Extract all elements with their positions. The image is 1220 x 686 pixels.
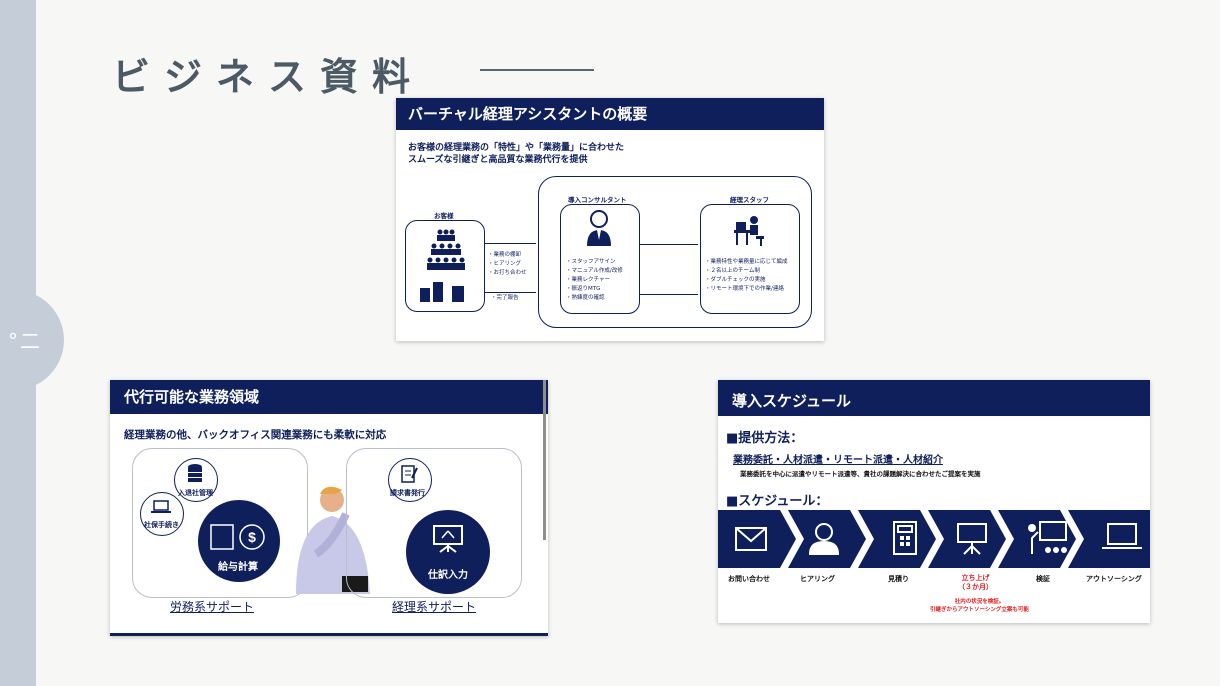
step-arrow-5 bbox=[998, 510, 1076, 568]
slide-title: バーチャル経理アシスタントの概要 bbox=[396, 98, 824, 130]
item-entry-exit: 入退社管理 bbox=[178, 489, 213, 497]
staff-desk-icon bbox=[734, 216, 764, 246]
svg-text:$: $ bbox=[248, 529, 256, 545]
buildings-icon bbox=[420, 282, 464, 302]
labor-support-link[interactable]: 労務系サポート bbox=[170, 600, 255, 614]
slide-service-areas[interactable]: 代行可能な業務領域 経理業務の他、バックオフィス関連業務にも柔軟に対応 入退社管… bbox=[110, 380, 548, 636]
training-icon bbox=[1039, 521, 1067, 541]
step-arrow-3 bbox=[858, 510, 936, 568]
consultant-items: ・スタッフアサイン ・マニュアル作成/改修 ・業務レクチャー ・振返りMTG ・… bbox=[566, 259, 623, 301]
side-tab-label: °二 bbox=[8, 329, 42, 353]
laptop-icon bbox=[1107, 523, 1137, 545]
page-title: ビジネス資料 bbox=[112, 55, 425, 99]
calculator-coin-icon: $ bbox=[210, 524, 265, 550]
laptop-icon bbox=[151, 500, 171, 513]
customer-box bbox=[405, 220, 485, 312]
consultant-icon bbox=[587, 210, 611, 246]
lead-line-2: スムーズな引継ぎと高品質な業務代行を提供 bbox=[408, 155, 588, 165]
envelope-icon bbox=[735, 527, 767, 551]
labor-area bbox=[132, 448, 308, 598]
customer-label: お客様 bbox=[434, 212, 454, 220]
step-arrow-4 bbox=[928, 510, 1006, 568]
step-label-verify: 検証 bbox=[1036, 575, 1050, 583]
step-label-hearing: ヒアリング bbox=[800, 575, 835, 583]
journal-label: 仕訳入力 bbox=[428, 570, 468, 581]
done-report: ・完了報告 bbox=[491, 295, 519, 301]
consultant-label: 導入コンサルタント bbox=[568, 196, 627, 204]
presentation-board-icon bbox=[433, 525, 463, 553]
staff-box bbox=[700, 204, 800, 314]
arrow-staff-consultant bbox=[640, 294, 698, 295]
schedule-heading: ■スケジュール： bbox=[726, 494, 829, 509]
launch-note: 社内の状況を検証。 引継ぎからアウトソーシング立案も可能 bbox=[930, 599, 1029, 613]
slide-overview[interactable]: バーチャル経理アシスタントの概要 お客様の経理業務の「特性」や「業務量」に合わせ… bbox=[396, 98, 824, 341]
step-label-inquiry: お問い合わせ bbox=[728, 575, 770, 583]
payroll-label: 給与計算 bbox=[218, 562, 258, 573]
item-invoice: 請求書発行 bbox=[390, 489, 425, 497]
consultant-box bbox=[560, 204, 640, 314]
slide-title: 代行可能な業務領域 bbox=[110, 380, 548, 414]
lead-line-1: お客様の経理業務の「特性」や「業務量」に合わせた bbox=[408, 143, 625, 153]
step-label-estimate: 見積り bbox=[888, 575, 909, 583]
calculator-icon bbox=[893, 521, 917, 555]
staff-label: 経理スタッフ bbox=[730, 196, 769, 204]
method-description: 業務委託を中心に派遣やリモート派遣等、貴社の課題解決に合わせたご提案を実施 bbox=[740, 470, 981, 478]
slide-lead: 経理業務の他、バックオフィス関連業務にも柔軟に対応 bbox=[124, 429, 387, 441]
arrow-consultant-staff bbox=[640, 244, 698, 245]
item-social-insurance: 社保手続き bbox=[144, 521, 179, 529]
step-label-launch: 立ち上げ （３か月） bbox=[958, 574, 993, 591]
accounting-support-link[interactable]: 経理系サポート bbox=[392, 600, 477, 614]
method-link[interactable]: 業務委託・人材派遣・リモート派遣・人材紹介 bbox=[733, 455, 943, 466]
method-heading: ■提供方法： bbox=[726, 431, 804, 446]
people-group-icon bbox=[427, 229, 465, 270]
database-icon bbox=[188, 464, 202, 482]
scrollbar[interactable] bbox=[543, 380, 546, 540]
schedule-flow bbox=[718, 510, 1150, 568]
laptop-circle bbox=[140, 492, 184, 536]
headset-icon bbox=[815, 523, 833, 541]
arrow-right-top bbox=[484, 243, 536, 244]
arrow-left-bottom bbox=[484, 292, 536, 293]
staff-items: ・業務特性や業務量に応じて編成 ・２名以上のチーム制 ・ダブルチェックの実施 ・… bbox=[705, 259, 788, 292]
slide-schedule[interactable]: 導入スケジュール ■提供方法： 業務委託・人材派遣・リモート派遣・人材紹介 業務… bbox=[718, 380, 1150, 623]
accounting-area bbox=[346, 448, 522, 598]
team-box bbox=[538, 176, 812, 328]
invoice-icon bbox=[401, 465, 418, 483]
step-label-outsourcing: アウトソーシング bbox=[1086, 575, 1142, 583]
slide-title: 導入スケジュール bbox=[718, 380, 1150, 416]
slide-lead: お客様の経理業務の「特性」や「業務量」に合わせた スムーズな引継ぎと高品質な業務… bbox=[408, 142, 624, 166]
step-arrow-1 bbox=[718, 510, 796, 568]
arrow-items: ・業務の棚卸 ・ヒアリング ・お打ち合わせ bbox=[488, 252, 527, 276]
title-rule bbox=[480, 69, 594, 71]
